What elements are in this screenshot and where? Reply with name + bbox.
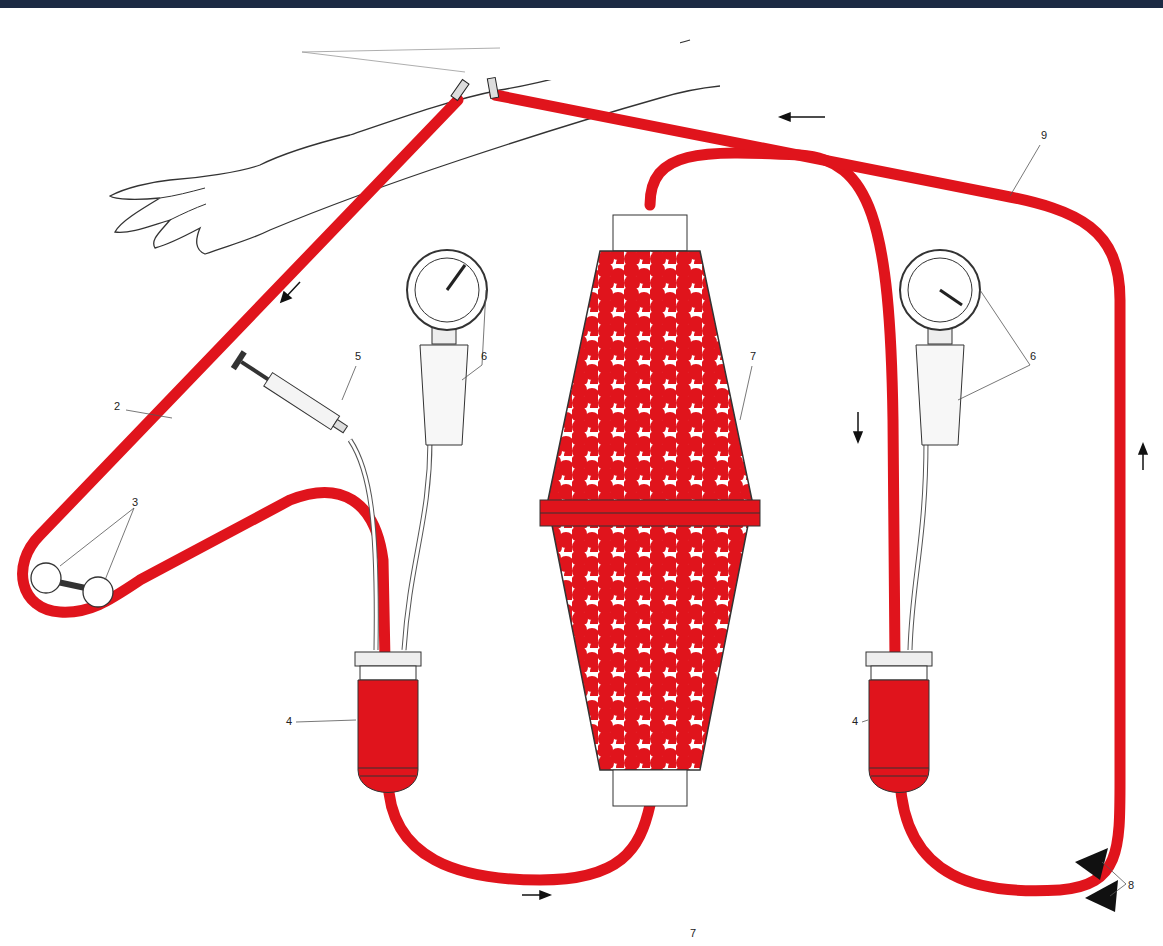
callout-number: 8 [1128, 880, 1134, 891]
adsorption-column [540, 215, 760, 806]
callout-number: 4 [852, 716, 858, 727]
pressure-gauge [404, 250, 487, 650]
flow-arrows [281, 113, 1147, 899]
leader-line [302, 48, 500, 52]
finger-lines [160, 188, 206, 220]
callout-number: 6 [1030, 351, 1036, 362]
leader-lines [60, 145, 1126, 896]
heparin-syringe [231, 350, 376, 650]
callout-number: 7 [690, 928, 696, 939]
callout-number: 7 [750, 351, 756, 362]
label-patch [350, 40, 680, 80]
pressure-gauge [900, 250, 980, 650]
drip-chamber [355, 652, 421, 793]
top-band [0, 0, 1163, 8]
leader-line [302, 52, 465, 72]
needles [451, 77, 499, 100]
pump-rollers [31, 563, 113, 607]
callout-number: 6 [481, 351, 487, 362]
callout-number: 9 [1041, 130, 1047, 141]
venous-line [495, 95, 1120, 891]
callout-number: 3 [132, 497, 138, 508]
drip-chamber [866, 652, 932, 793]
callout-number: 4 [286, 716, 292, 727]
column-inlet-line [388, 780, 650, 880]
tube-clamp [1075, 848, 1118, 912]
arterial-line [23, 100, 458, 660]
callout-number: 2 [114, 401, 120, 412]
blood-tubing [23, 95, 1120, 891]
callout-number: 5 [355, 351, 361, 362]
